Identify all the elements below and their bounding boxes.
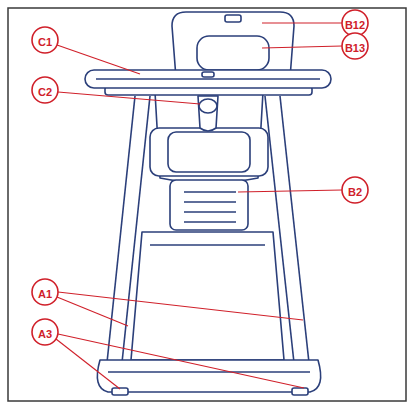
leader-lines [56, 23, 342, 389]
callout-circle [342, 33, 368, 59]
chair-drawing [85, 12, 331, 395]
seat-shell [155, 92, 263, 183]
seat-sides [150, 128, 268, 176]
callout-number: C1 [38, 36, 52, 48]
backrest [172, 12, 294, 78]
base-line [108, 371, 310, 373]
callout-marker: C1 [25, 32, 65, 48]
left-leg [106, 96, 135, 372]
callout-number: B12 [345, 19, 365, 31]
leader-line [57, 45, 140, 74]
callout-number: B2 [348, 186, 362, 198]
callout-number: C2 [38, 86, 52, 98]
callout-marker: B2 [335, 182, 375, 198]
wheel [292, 388, 308, 395]
tray [85, 70, 331, 88]
footrest [170, 180, 248, 230]
headrest-pad [197, 36, 269, 70]
wheel [112, 388, 128, 395]
tray-rim [96, 78, 320, 80]
leader-line [57, 297, 128, 326]
leader-line [262, 22, 342, 23]
seat-cushion [168, 132, 250, 172]
frame-border [8, 8, 406, 401]
tray-logo [202, 72, 214, 77]
callout-circles [32, 10, 368, 345]
crotch-post [198, 96, 218, 131]
leader-line [262, 46, 342, 48]
leader-line [58, 334, 304, 388]
base [97, 360, 320, 392]
callout-number: A1 [38, 288, 52, 300]
logo [225, 15, 241, 22]
panel-line [150, 244, 265, 246]
crotch-post-top [199, 99, 217, 113]
front-panel [131, 232, 284, 360]
callout-marker: A1 [25, 284, 65, 300]
leader-line [58, 92, 200, 104]
callout-circle [342, 10, 368, 36]
callout-number: B13 [345, 42, 365, 54]
callout-marker: B12 [335, 15, 375, 31]
leader-line [238, 190, 342, 192]
callout-circle [32, 279, 58, 305]
callout-marker: B13 [335, 38, 375, 54]
callout-circle [32, 27, 58, 53]
leader-line [58, 292, 303, 320]
leader-line [56, 339, 120, 389]
right-leg [280, 96, 310, 372]
callout-number: A3 [38, 328, 52, 340]
callout-marker: A3 [25, 324, 65, 340]
callout-circle [32, 319, 58, 345]
callout-circle [342, 177, 368, 203]
footrest-slats [184, 192, 236, 222]
callout-circle [32, 77, 58, 103]
callout-marker: C2 [25, 82, 65, 98]
